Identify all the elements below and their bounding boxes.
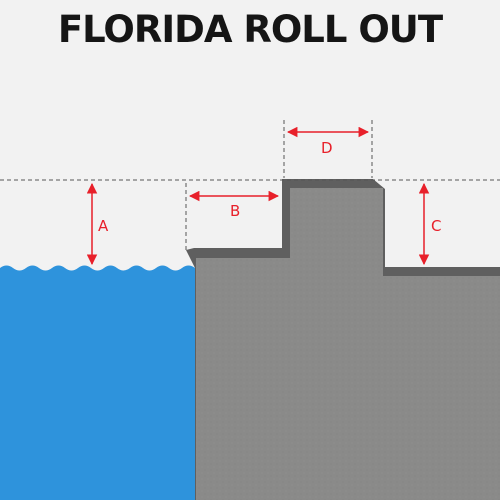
diagram-title: FLORIDA ROLL OUT — [57, 8, 443, 51]
dimension-a-label: A — [98, 217, 109, 235]
dimension-b-label: B — [230, 202, 240, 220]
pool-water — [0, 265, 195, 500]
concrete-deck — [196, 188, 500, 500]
dimension-c-label: C — [431, 217, 441, 235]
dimension-d-label: D — [321, 139, 333, 157]
